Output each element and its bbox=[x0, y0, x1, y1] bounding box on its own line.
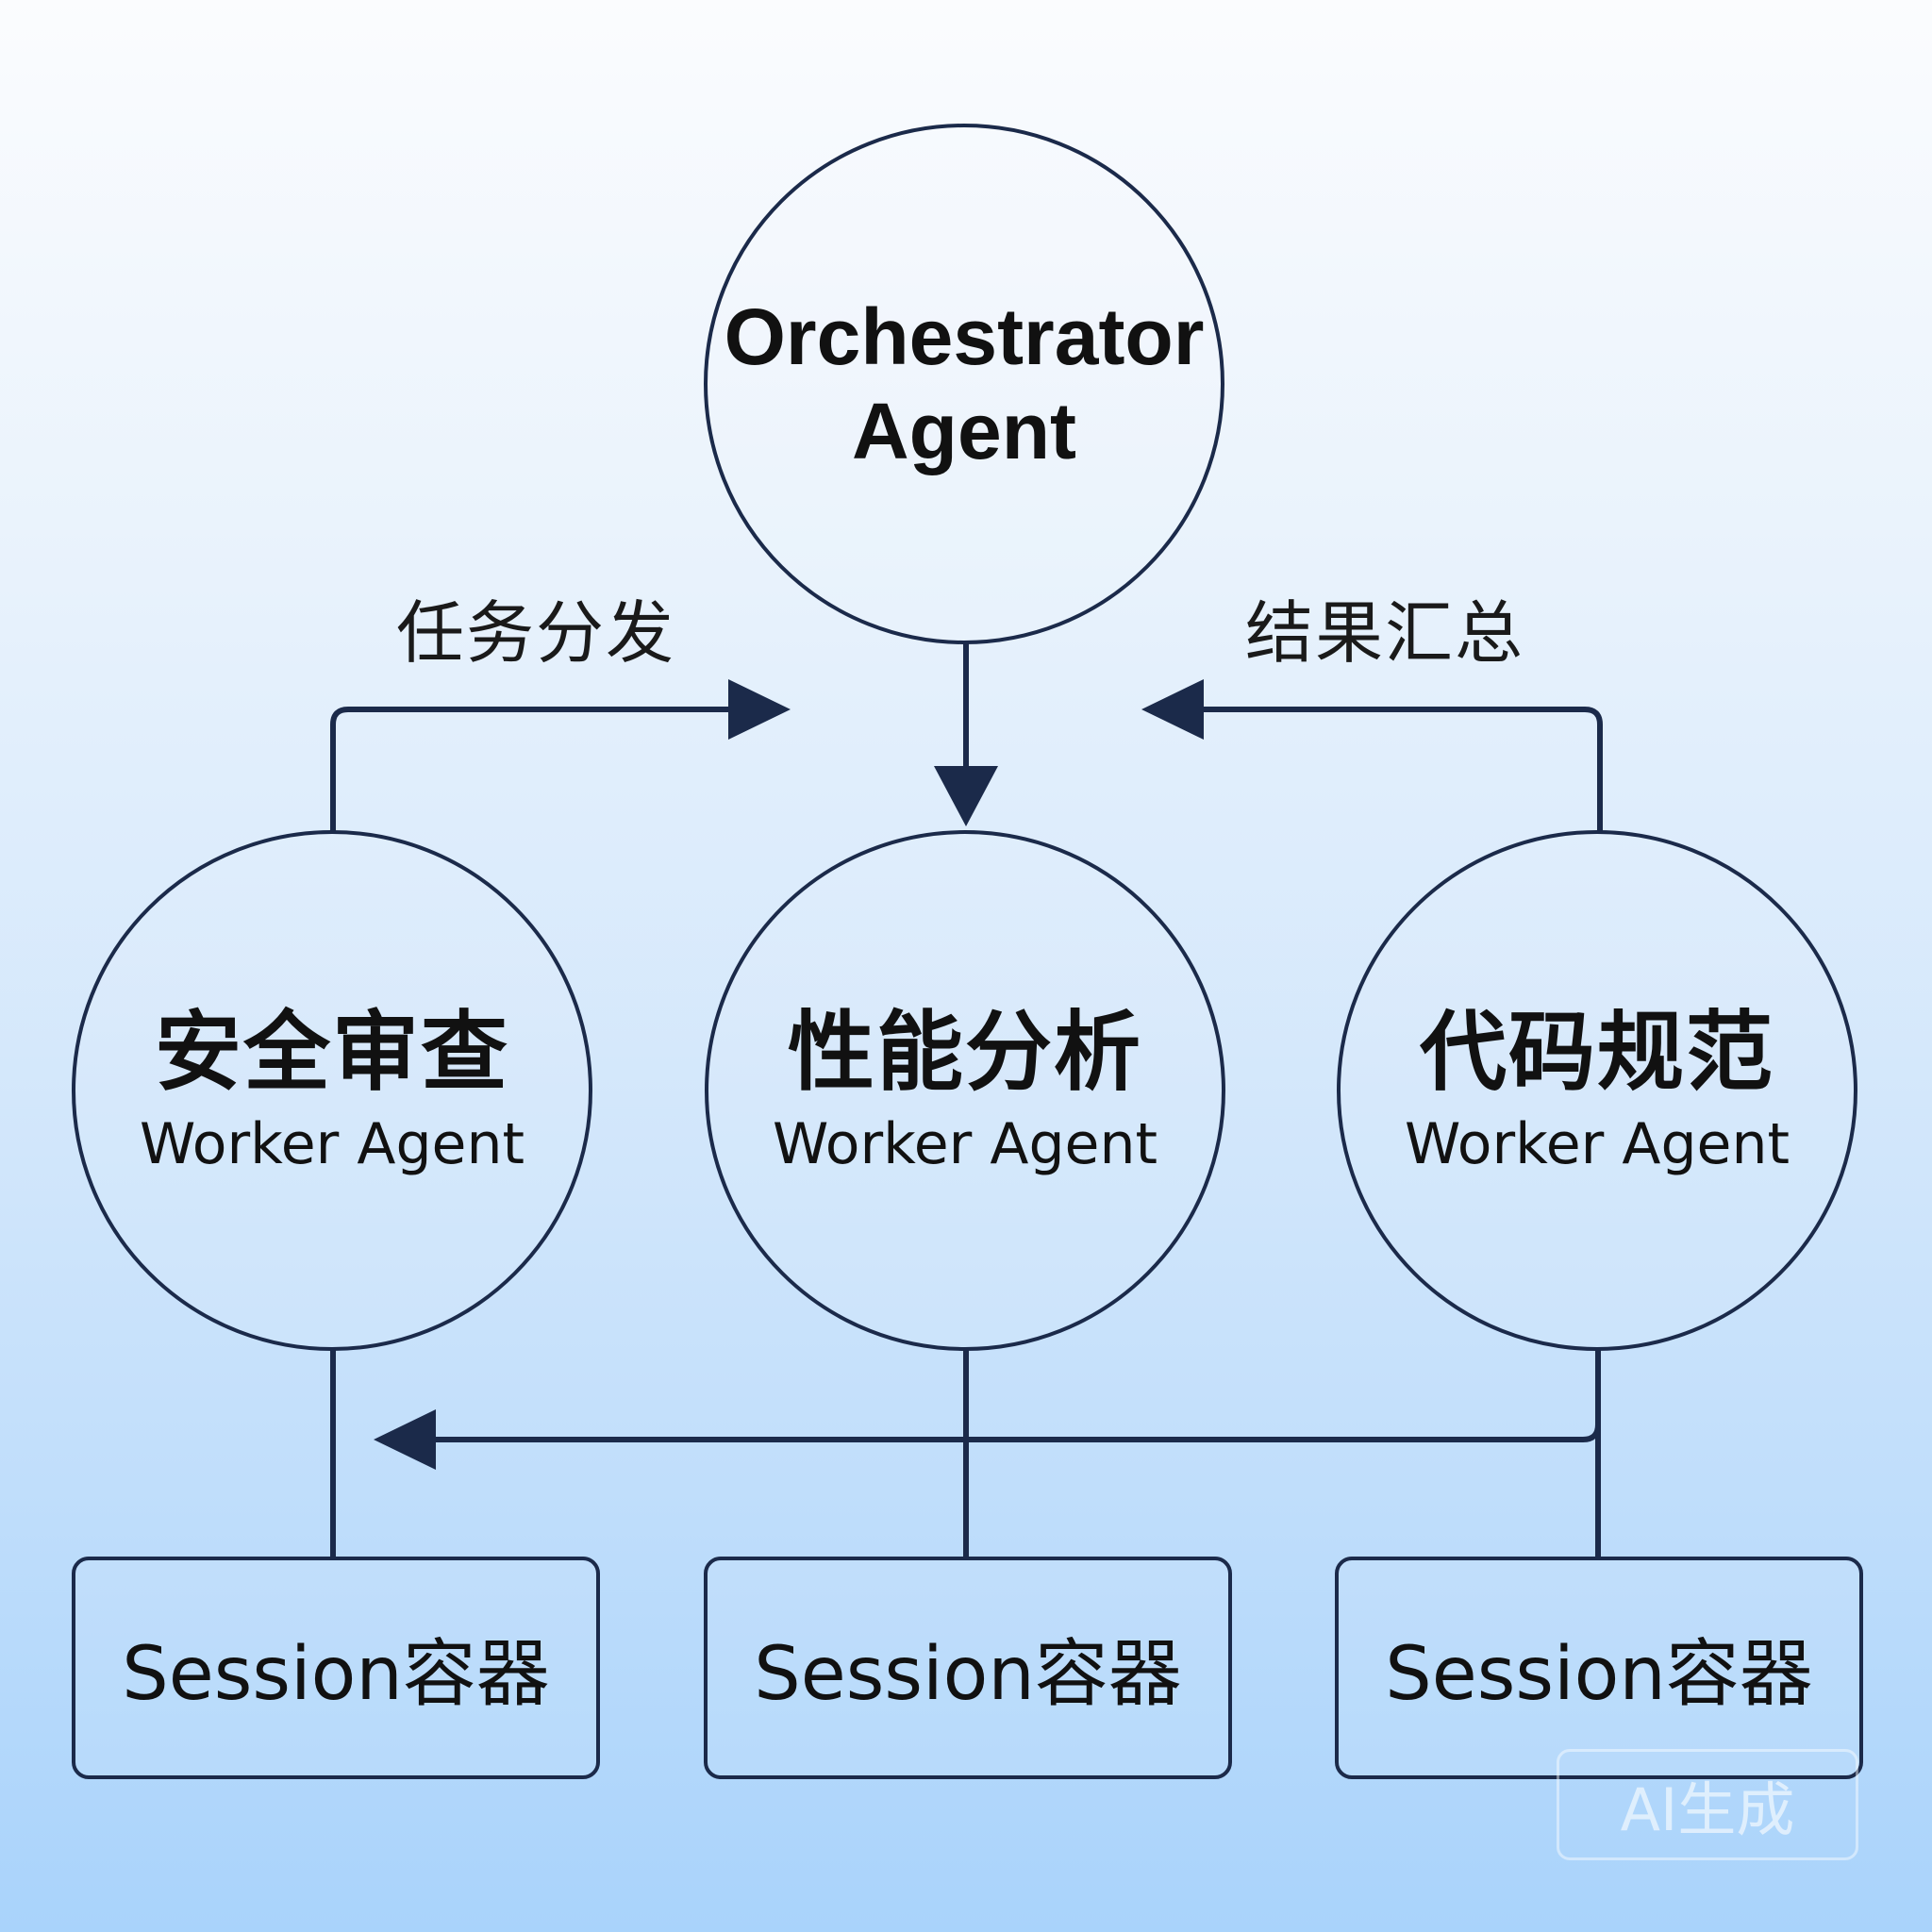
session-label: Session容器 bbox=[122, 1632, 550, 1717]
aggregate-arrowhead-icon bbox=[1141, 679, 1204, 740]
orchestrator-agent-node: Orchestrator Agent bbox=[704, 124, 1224, 644]
dispatch-arrowhead-icon bbox=[728, 679, 791, 740]
orchestrator-title: Orchestrator bbox=[724, 292, 1205, 381]
dispatch-flow-label: 任务分发 bbox=[396, 593, 676, 673]
worker-title: 性能分析 bbox=[787, 1002, 1142, 1103]
aggregate-connector-line bbox=[1191, 707, 1603, 833]
worker-subtitle: Worker Agent bbox=[1404, 1111, 1790, 1177]
worker-subtitle: Worker Agent bbox=[139, 1111, 525, 1177]
dispatch-connector-line bbox=[330, 707, 741, 833]
aggregate-flow-label: 结果汇总 bbox=[1245, 593, 1525, 673]
return-bus-arrowhead-icon bbox=[374, 1409, 436, 1470]
session-container-performance: Session容器 bbox=[704, 1557, 1232, 1779]
ai-generated-watermark: AI生成 bbox=[1557, 1749, 1858, 1860]
session-container-security: Session容器 bbox=[72, 1557, 600, 1779]
worker-title: 安全审查 bbox=[154, 1002, 509, 1103]
orchestrator-down-arrowhead-icon bbox=[934, 766, 998, 826]
session-container-code-standards: Session容器 bbox=[1335, 1557, 1863, 1779]
worker-title: 代码规范 bbox=[1419, 1002, 1774, 1103]
orchestrator-subtitle: Agent bbox=[852, 387, 1076, 475]
worker-subtitle: Worker Agent bbox=[772, 1111, 1158, 1177]
session-label: Session容器 bbox=[1385, 1632, 1813, 1717]
session-label: Session容器 bbox=[754, 1632, 1182, 1717]
return-bus-line bbox=[422, 1422, 1601, 1442]
watermark-text: AI生成 bbox=[1620, 1775, 1795, 1844]
worker-node-security: 安全审查 Worker Agent bbox=[72, 830, 592, 1351]
worker-node-code-standards: 代码规范 Worker Agent bbox=[1337, 830, 1857, 1351]
worker-node-performance: 性能分析 Worker Agent bbox=[705, 830, 1225, 1351]
